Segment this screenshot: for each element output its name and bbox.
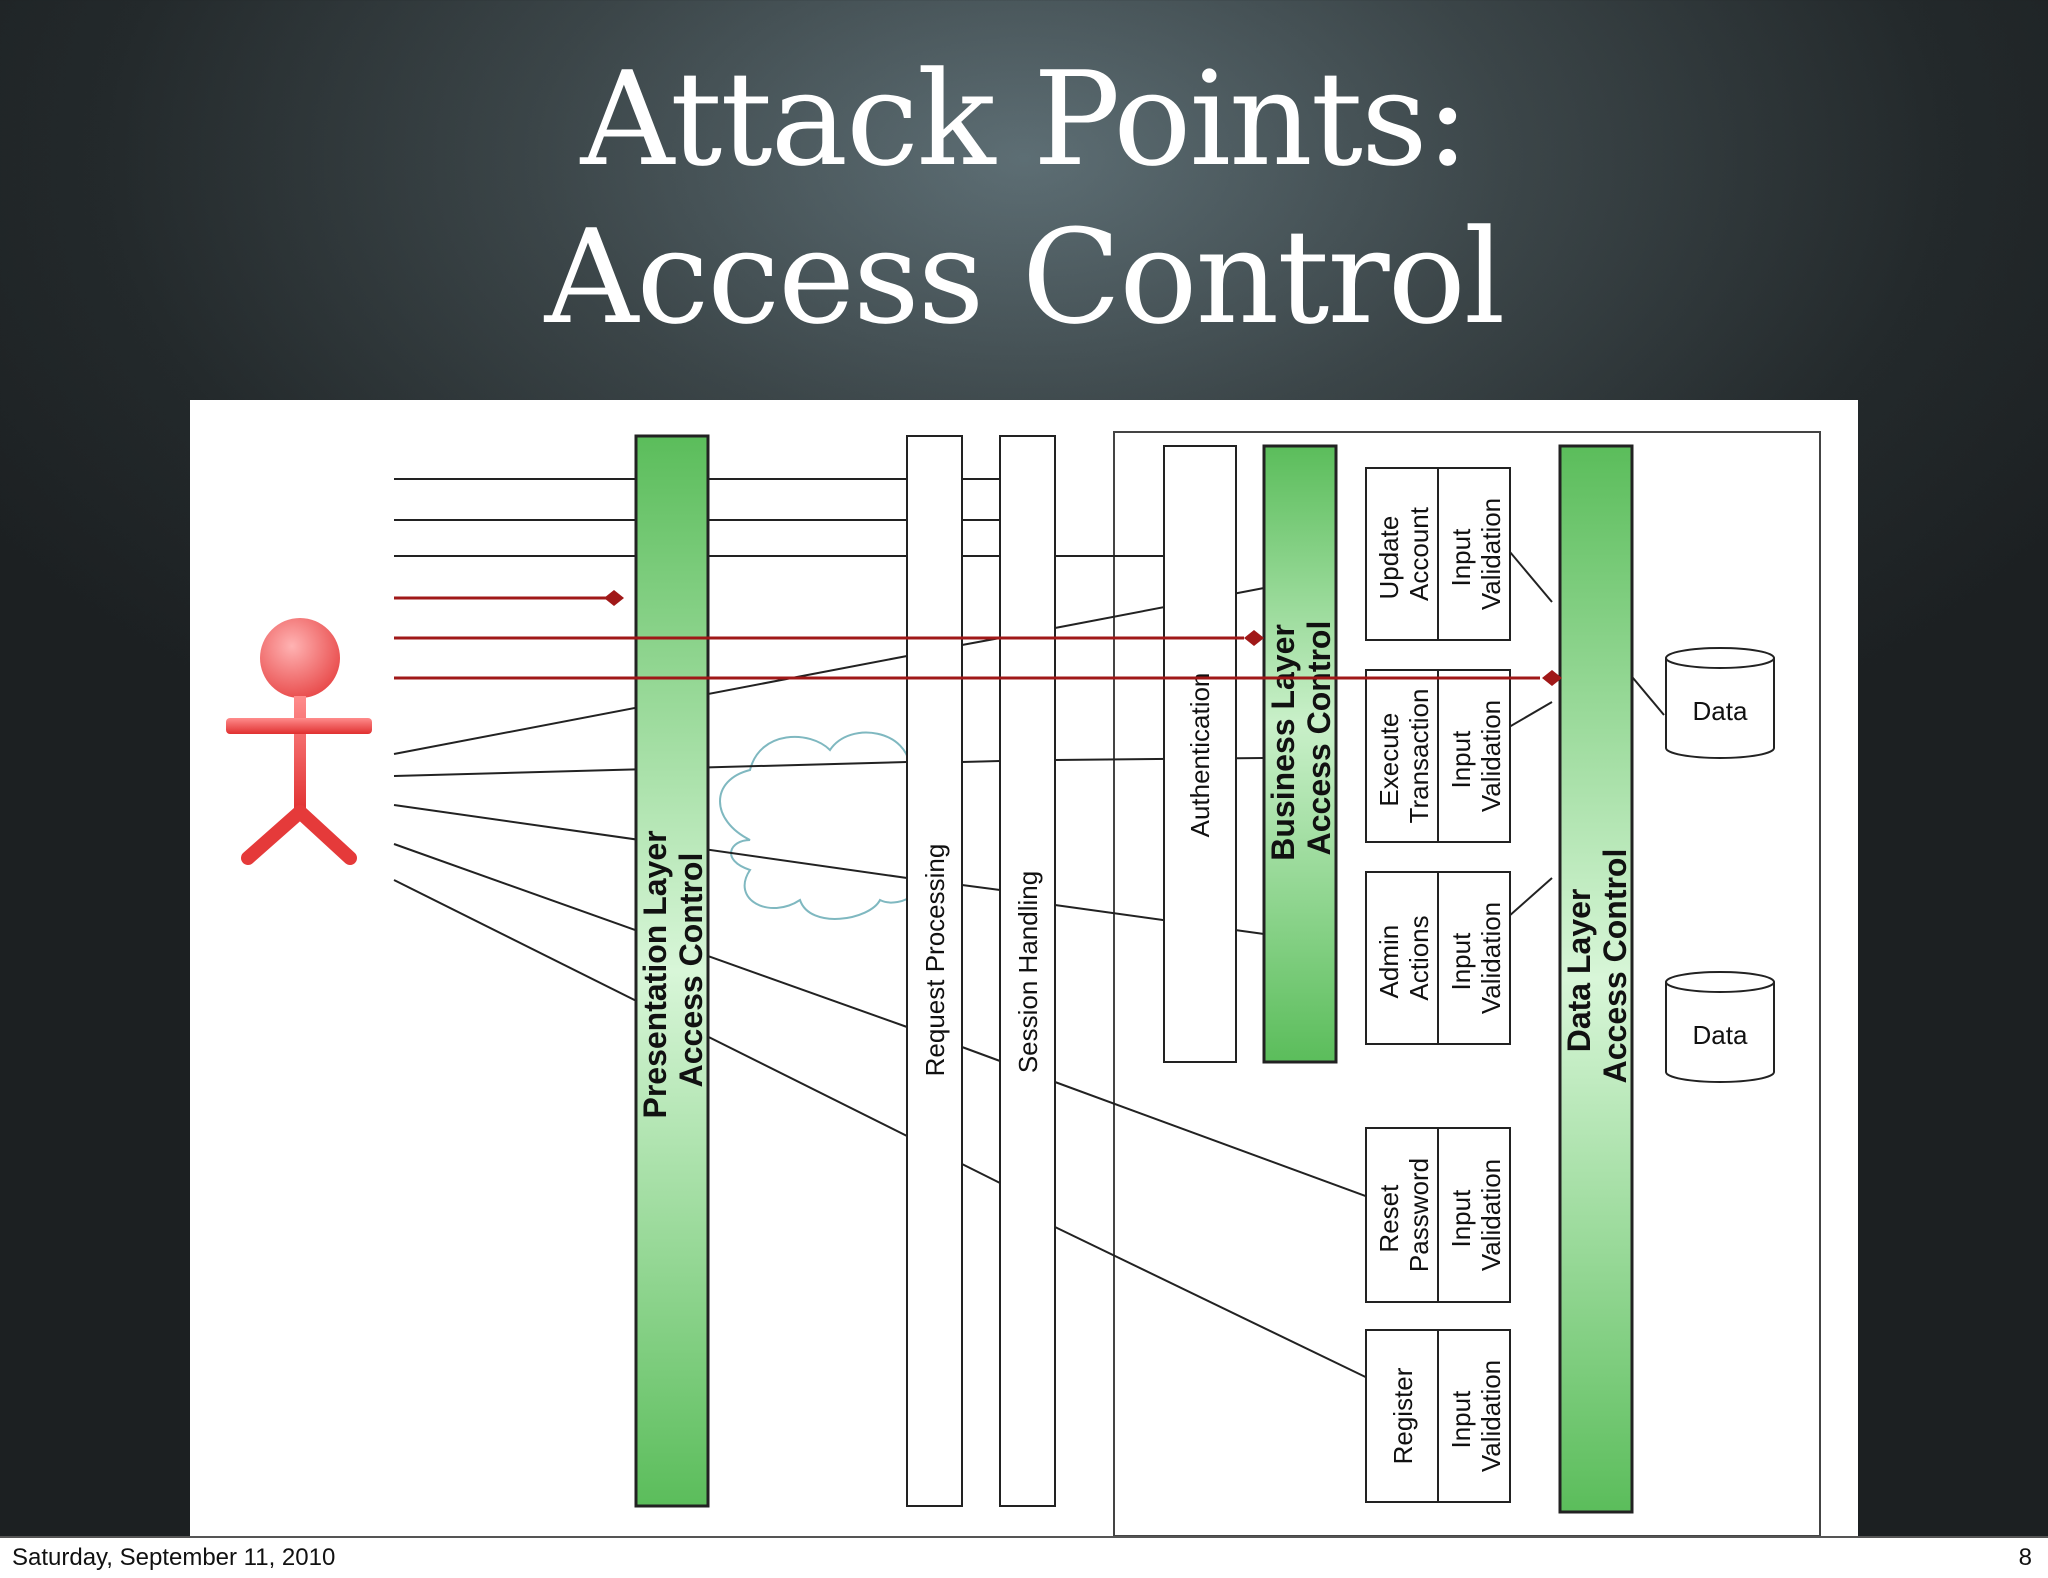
svg-text:Register: Register [1388, 1367, 1418, 1464]
function-admin-actions: Admin Actions Input Validation [1365, 871, 1511, 1045]
attack-paths [394, 596, 1540, 680]
attack-point-markers [604, 590, 1562, 686]
title-line-2: Access Control [544, 201, 1506, 353]
authentication-label: Authentication [1185, 673, 1215, 838]
data-store-1-label: Data [1693, 696, 1748, 726]
request-processing-label: Request Processing [920, 844, 950, 1077]
svg-text:Execute Transaction: Execute Transaction [1374, 689, 1434, 824]
title-line-1: Attack Points: [580, 43, 1469, 195]
svg-text:Reset Password: Reset Password [1374, 1158, 1434, 1272]
function-register: Register Input Validation [1365, 1329, 1511, 1503]
attack-marker-presentation [604, 590, 624, 606]
function-execute-transaction: Execute Transaction Input Validation [1365, 669, 1511, 843]
svg-text:Input Validation: Input Validation [1446, 1159, 1506, 1271]
svg-text:Presentation Layer Acc: Presentation Layer Access Control [637, 822, 709, 1119]
business-layer-access-control: Business Layer Access Control [1262, 444, 1338, 1064]
data-layer-access-control: Data Layer Access Control [1558, 444, 1634, 1514]
attack-marker-business [1244, 630, 1264, 646]
svg-text:Input Validation: Input Validation [1446, 498, 1506, 610]
svg-text:Data Layer Access Cont: Data Layer Access Control [1561, 849, 1633, 1084]
attack-marker-data [1542, 670, 1562, 686]
presentation-layer-access-control: Presentation Layer Access Control [634, 434, 710, 1508]
svg-text:Input Validation: Input Validation [1446, 700, 1506, 812]
request-processing-box: Request Processing [906, 435, 963, 1507]
footer-date: Saturday, September 11, 2010 [12, 1544, 336, 1571]
business-layer-label-1: Business Layer [1265, 624, 1301, 861]
data-store-2: Data [1665, 971, 1775, 1083]
presentation-layer-label-2: Access Control [673, 853, 709, 1088]
presentation-layer-label-1: Presentation Layer [637, 830, 673, 1118]
session-handling-box: Session Handling [999, 435, 1056, 1507]
business-layer-label-2: Access Control [1301, 621, 1337, 856]
slide-footer: Saturday, September 11, 2010 8 [0, 1536, 2048, 1578]
svg-text:Input Validation: Input Validation [1446, 1360, 1506, 1472]
session-handling-label: Session Handling [1013, 871, 1043, 1073]
data-store-2-label: Data [1693, 1020, 1748, 1050]
slide-title: Attack Points: Access Control [0, 40, 2048, 356]
page-number: 8 [2018, 1544, 2032, 1571]
application-boundary [1113, 431, 1821, 1536]
function-update-account: Update Account Input Validation [1365, 467, 1511, 641]
authentication-box: Authentication [1163, 445, 1237, 1063]
attacker-actor-icon [226, 618, 372, 865]
architecture-diagram: Presentation Layer Access Control Reques… [226, 431, 1821, 1536]
data-layer-label-1: Data Layer [1561, 889, 1597, 1053]
svg-text:Admin Actions: Admin Actions [1374, 915, 1434, 1000]
diagram-panel: Presentation Layer Access Control Reques… [190, 400, 1858, 1536]
svg-text:Business Layer Access: Business Layer Access Control [1265, 615, 1337, 860]
data-layer-label-2: Access Control [1597, 849, 1633, 1084]
svg-text:Update Account: Update Account [1374, 506, 1434, 601]
function-reset-password: Reset Password Input Validation [1365, 1127, 1511, 1303]
svg-text:Input Validation: Input Validation [1446, 902, 1506, 1014]
data-store-1: Data [1665, 647, 1775, 759]
